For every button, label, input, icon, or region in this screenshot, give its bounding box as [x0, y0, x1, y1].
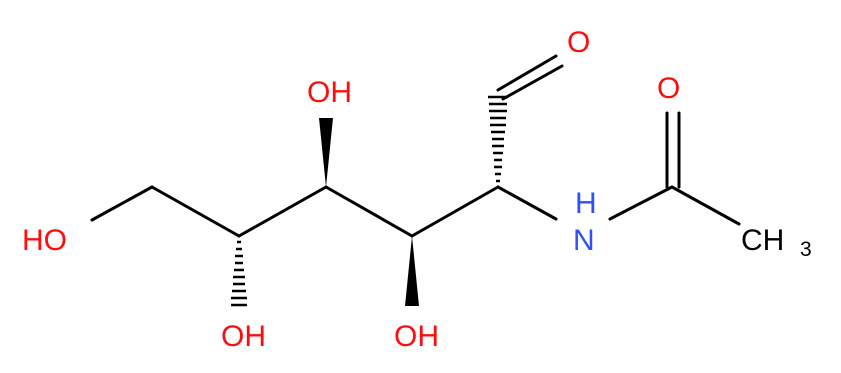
atom-ch3: CH: [741, 224, 784, 257]
atom-o-aldehyde: O: [567, 26, 590, 59]
atom-oh-c5: OH: [221, 320, 266, 353]
bond-c3-c2: [410, 185, 500, 238]
bond-c6-c5: [150, 185, 241, 238]
bond-c5-c4: [237, 185, 328, 238]
atom-ch3-subscript: 3: [800, 238, 812, 261]
hash-bonds: [231, 95, 508, 307]
bond-c1-o-a: [496, 54, 558, 92]
bond-c4-c3: [324, 185, 414, 238]
wedge-c3-oh: [405, 236, 419, 306]
wedge-bonds: [319, 118, 419, 306]
atom-h-amide: H: [575, 187, 597, 220]
bond-c1-o-b: [501, 64, 564, 101]
atom-n-amide: N: [573, 224, 595, 257]
bond-o6-c6: [90, 185, 154, 222]
atom-o-carbonyl: O: [657, 72, 680, 105]
bond-cacyl-ch3: [670, 185, 741, 226]
bond-lines: [90, 54, 741, 238]
atom-oh-c3: OH: [394, 320, 439, 353]
atom-ho-c6: HO: [22, 224, 67, 257]
wedge-c4-oh: [319, 118, 333, 187]
atom-oh-c4: OH: [307, 76, 352, 109]
bond-n-cacyl: [608, 185, 674, 221]
bond-c2-n: [496, 185, 558, 221]
